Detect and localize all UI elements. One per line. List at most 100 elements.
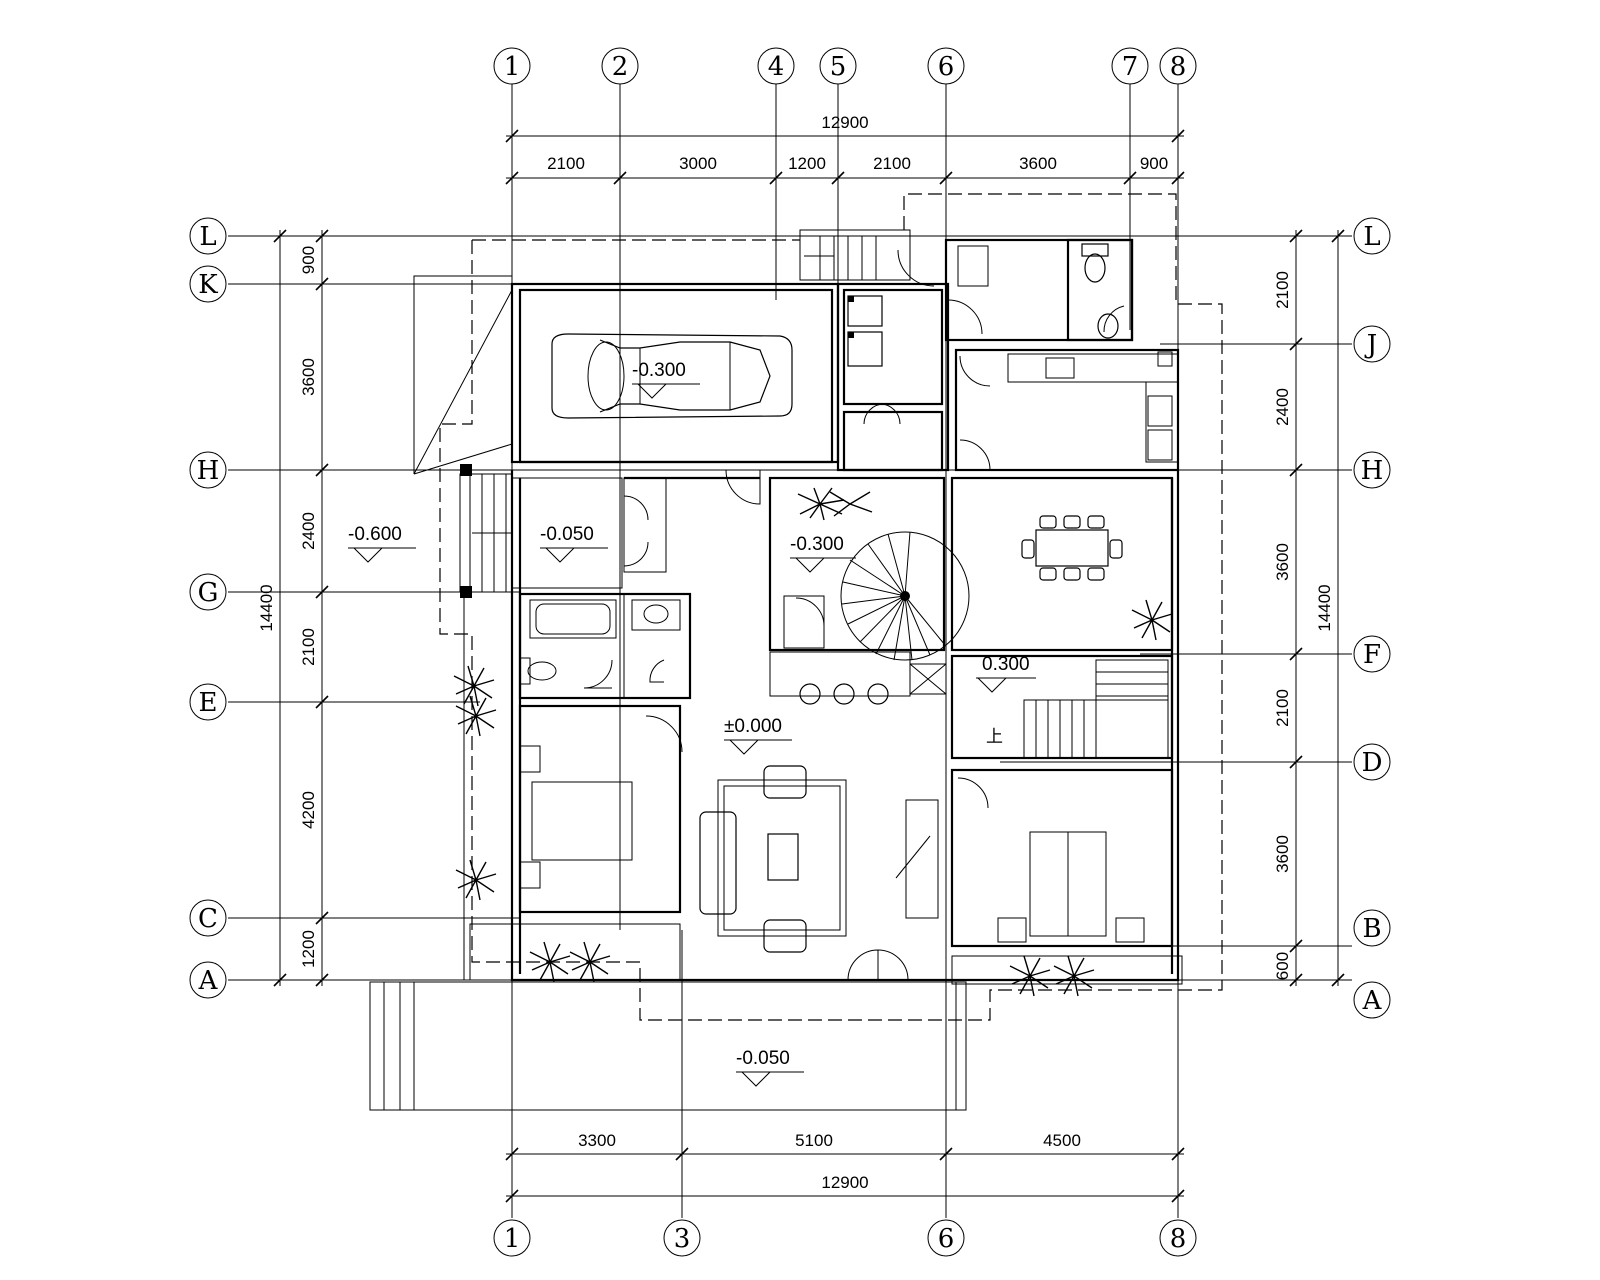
grid-bubble-bottom-6: 6 bbox=[927, 1219, 965, 1257]
grid-bubble-left-E: E bbox=[189, 683, 227, 721]
grid-bubble-right-A: A bbox=[1353, 981, 1391, 1019]
svg-text:2: 2 bbox=[612, 52, 629, 82]
grid-bubbles-right: L J H F D B A bbox=[1353, 217, 1391, 1019]
svg-text:H: H bbox=[197, 456, 220, 486]
svg-text:L: L bbox=[1363, 222, 1380, 252]
level-living: ±0.000 bbox=[724, 716, 792, 755]
dim-right-3: 3600 bbox=[1273, 543, 1292, 581]
dim-top-4: 2100 bbox=[873, 154, 911, 173]
grid-bubble-top-6: 6 bbox=[927, 47, 965, 85]
svg-text:A: A bbox=[1362, 986, 1383, 1016]
dim-right-4: 2100 bbox=[1273, 689, 1292, 727]
level-terrace: -0.050 bbox=[736, 1048, 804, 1087]
svg-text:1: 1 bbox=[504, 52, 521, 82]
svg-text:A: A bbox=[198, 966, 219, 996]
grid-bubble-top-8: 8 bbox=[1159, 47, 1197, 85]
grid-bubble-top-1: 1 bbox=[493, 47, 531, 85]
grid-bubble-right-B: B bbox=[1353, 909, 1391, 947]
walls bbox=[369, 229, 1183, 1111]
svg-text:±0.000: ±0.000 bbox=[724, 716, 782, 737]
svg-text:D: D bbox=[1362, 748, 1383, 778]
grid-bubble-bottom-3: 3 bbox=[663, 1219, 701, 1257]
dim-top-total: 12900 bbox=[821, 113, 868, 132]
dim-top-3: 1200 bbox=[788, 154, 826, 173]
svg-text:K: K bbox=[198, 270, 218, 300]
svg-text:8: 8 bbox=[1170, 52, 1187, 82]
dim-left-6: 1200 bbox=[299, 930, 318, 968]
svg-text:-0.600: -0.600 bbox=[348, 524, 402, 545]
svg-text:6: 6 bbox=[938, 1224, 955, 1254]
svg-text:C: C bbox=[198, 904, 218, 934]
dimension-bottom: 3300 5100 4500 12900 bbox=[505, 1131, 1185, 1203]
svg-text:B: B bbox=[1362, 914, 1381, 944]
svg-text:5: 5 bbox=[830, 52, 847, 82]
grid-bubbles-top: 1 2 4 5 6 7 8 bbox=[493, 47, 1197, 85]
grid-bubble-right-L: L bbox=[1353, 217, 1391, 255]
svg-text:E: E bbox=[199, 688, 218, 718]
stair-up-label: 上 bbox=[986, 727, 1003, 746]
grid-bubble-left-L: L bbox=[189, 217, 227, 255]
grid-bubble-left-A: A bbox=[189, 961, 227, 999]
grid-bubble-top-5: 5 bbox=[819, 47, 857, 85]
grid-bubbles-left: L K H G E C A bbox=[189, 217, 227, 999]
dim-bottom-1: 3300 bbox=[578, 1131, 616, 1150]
dim-top-2: 3000 bbox=[679, 154, 717, 173]
dimension-left: 14400 900 3600 2400 2100 4200 1200 bbox=[257, 229, 329, 987]
level-garage: -0.300 bbox=[632, 360, 700, 399]
dim-right-total: 14400 bbox=[1315, 584, 1334, 631]
dim-left-2: 3600 bbox=[299, 358, 318, 396]
roof-outline-dashed bbox=[439, 193, 1223, 1021]
grid-bubble-left-H: H bbox=[189, 451, 227, 489]
washing-machine-icon bbox=[847, 295, 883, 367]
level-kitchen-step: 0.300 bbox=[976, 654, 1036, 693]
dim-left-1: 900 bbox=[299, 246, 318, 274]
dim-bottom-2: 5100 bbox=[795, 1131, 833, 1150]
dim-right-2: 2400 bbox=[1273, 388, 1292, 426]
svg-text:4: 4 bbox=[768, 52, 785, 82]
car-icon bbox=[551, 333, 793, 419]
grid-bubble-left-C: C bbox=[189, 899, 227, 937]
svg-text:J: J bbox=[1364, 330, 1377, 360]
dim-top-5: 3600 bbox=[1019, 154, 1057, 173]
grid-bubble-right-F: F bbox=[1353, 635, 1391, 673]
grid-bubble-top-7: 7 bbox=[1111, 47, 1149, 85]
svg-text:3: 3 bbox=[674, 1224, 691, 1254]
dim-top-1: 2100 bbox=[547, 154, 585, 173]
plant-icon bbox=[453, 487, 1173, 997]
grid-bubble-right-H: H bbox=[1353, 451, 1391, 489]
dim-top-6: 900 bbox=[1140, 154, 1168, 173]
dim-right-6: 600 bbox=[1273, 952, 1292, 980]
grid-bubble-bottom-8: 8 bbox=[1159, 1219, 1197, 1257]
grid-bubbles-bottom: 1 3 6 8 bbox=[493, 1219, 1197, 1257]
svg-text:L: L bbox=[199, 222, 216, 252]
svg-text:-0.300: -0.300 bbox=[632, 360, 686, 381]
level-hall: -0.050 bbox=[540, 524, 608, 563]
svg-text:G: G bbox=[198, 578, 219, 608]
grid-bubble-top-2: 2 bbox=[601, 47, 639, 85]
dining-table-icon bbox=[1021, 515, 1123, 581]
grid-bubble-right-J: J bbox=[1353, 325, 1391, 363]
door-swings bbox=[583, 249, 1125, 809]
grid-bubble-left-K: K bbox=[189, 265, 227, 303]
level-entry-left: -0.600 bbox=[348, 524, 416, 563]
grid-bubble-bottom-1: 1 bbox=[493, 1219, 531, 1257]
level-stair-hall: -0.300 bbox=[790, 534, 856, 573]
dim-left-3: 2400 bbox=[299, 512, 318, 550]
svg-text:-0.300: -0.300 bbox=[790, 534, 844, 555]
svg-text:8: 8 bbox=[1170, 1224, 1187, 1254]
dim-bottom-total: 12900 bbox=[821, 1173, 868, 1192]
dimension-top: 12900 2100 3000 1200 2100 3600 900 bbox=[505, 113, 1185, 185]
svg-text:F: F bbox=[1363, 640, 1381, 670]
dim-right-1: 2100 bbox=[1273, 271, 1292, 309]
svg-text:7: 7 bbox=[1122, 52, 1139, 82]
grid-bubble-right-D: D bbox=[1353, 743, 1391, 781]
svg-text:H: H bbox=[1361, 456, 1384, 486]
dim-left-4: 2100 bbox=[299, 628, 318, 666]
dimension-right: 2100 2400 3600 2100 3600 600 14400 bbox=[1273, 229, 1345, 987]
svg-text:6: 6 bbox=[938, 52, 955, 82]
dim-left-total: 14400 bbox=[257, 584, 276, 631]
svg-text:-0.050: -0.050 bbox=[736, 1048, 790, 1069]
level-markers: -0.300 -0.600 -0.050 -0.300 0.300 ±0.000 bbox=[348, 360, 1036, 1087]
grid-bubble-top-4: 4 bbox=[757, 47, 795, 85]
